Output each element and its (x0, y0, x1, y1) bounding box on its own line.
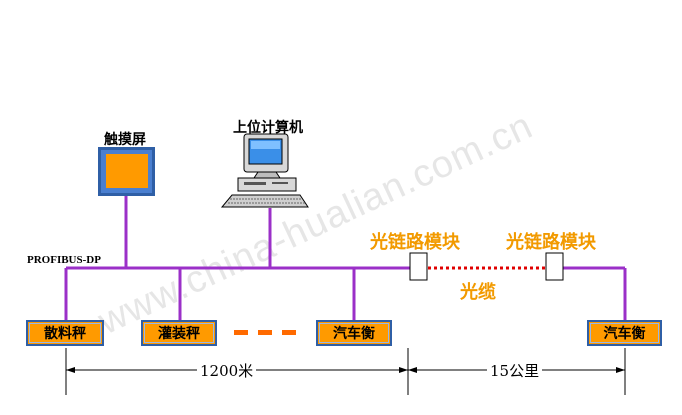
ellipsis-dash (234, 330, 248, 335)
device-label: 散料秤 (44, 326, 86, 342)
fiber-module-left (409, 252, 428, 281)
device-box-truck-scale: 汽车衡 (316, 320, 392, 346)
device-box-truck-scale-remote: 汽车衡 (587, 320, 662, 346)
touchscreen-label: 触摸屏 (104, 132, 146, 148)
arrow-icon (616, 367, 625, 373)
device-box-bulk-scale: 散料秤 (26, 320, 104, 346)
computer-label: 上位计算机 (233, 120, 303, 136)
dimension-right-text: 15公里 (487, 360, 543, 381)
touchscreen-icon (98, 147, 155, 196)
fiber-module-right (545, 252, 564, 281)
ellipsis-dash (258, 330, 272, 335)
fiber-cable-label: 光缆 (460, 282, 496, 303)
ellipsis-dash (282, 330, 296, 335)
device-label: 灌装秤 (158, 326, 200, 342)
fiber-module-right-label: 光链路模块 (506, 232, 596, 253)
bus-label: PROFIBUS-DP (27, 254, 101, 266)
arrow-icon (408, 367, 417, 373)
device-box-filling-scale: 灌装秤 (141, 320, 217, 346)
dimension-left-text: 1200米 (197, 360, 257, 381)
device-label: 汽车衡 (333, 326, 375, 342)
arrow-icon (66, 367, 75, 373)
fiber-module-left-label: 光链路模块 (370, 232, 460, 253)
computer-icon (220, 133, 309, 208)
device-label: 汽车衡 (603, 326, 646, 342)
arrow-icon (399, 367, 408, 373)
